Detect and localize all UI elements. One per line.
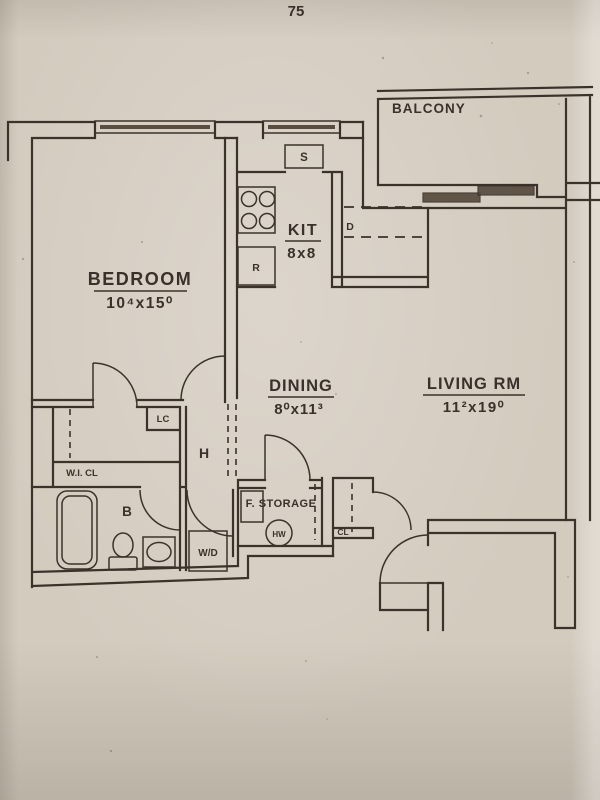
dining-dims: 8⁰x11³ [274, 401, 324, 418]
kitchen-dims: 8x8 [287, 245, 317, 262]
linen-closet-label: LC [157, 414, 170, 425]
bedroom-label: BEDROOM [88, 269, 193, 289]
dashed-lines [69, 206, 422, 540]
page-number: 75 [288, 3, 305, 20]
bath-sink [142, 536, 176, 568]
living-room-label: LIVING RM [427, 375, 521, 393]
bedroom-dims: 10⁴x15⁰ [106, 295, 173, 312]
kitchen-fixtures [237, 144, 324, 286]
storage-label: F. STORAGE [246, 498, 317, 510]
washer-dryer-box [188, 530, 228, 572]
bathroom-fixtures [56, 490, 176, 571]
door-arcs [92, 355, 429, 584]
balcony-sliding-door [422, 185, 535, 203]
washer-dryer-label: W/D [198, 548, 217, 559]
storage-fixtures [240, 490, 293, 547]
dishwasher-label: D [346, 221, 354, 233]
photo-speckles [21, 42, 575, 753]
entry-closet-label: CL [337, 527, 348, 537]
refrigerator-label: R [252, 262, 260, 274]
toilet [108, 532, 138, 571]
sink-label: S [300, 152, 308, 164]
hall-label: H [199, 445, 209, 461]
living-room-dims: 11²x19⁰ [443, 399, 505, 416]
storage-shelf [240, 490, 264, 523]
sink-box [284, 144, 324, 169]
kitchen-window [262, 120, 341, 134]
exterior-walls [6, 85, 600, 632]
fixture-labels: S R D W/D HW [198, 152, 354, 559]
stove [237, 186, 276, 234]
walk-in-closet-label: W.I. CL [66, 468, 98, 479]
hot-water-heater [265, 519, 293, 547]
bedroom-window [94, 120, 216, 134]
bathtub [56, 490, 98, 570]
kitchen-label: KIT [288, 222, 318, 239]
dining-label: DINING [269, 377, 333, 395]
room-labels: BALCONY BEDROOM 10⁴x15⁰ KIT 8x8 DINING 8… [66, 101, 525, 537]
refrigerator-box [237, 246, 276, 286]
balcony-label: BALCONY [392, 101, 466, 116]
bathroom-label: B [122, 504, 132, 519]
hot-water-label: HW [272, 530, 286, 539]
interior-walls [30, 136, 430, 572]
